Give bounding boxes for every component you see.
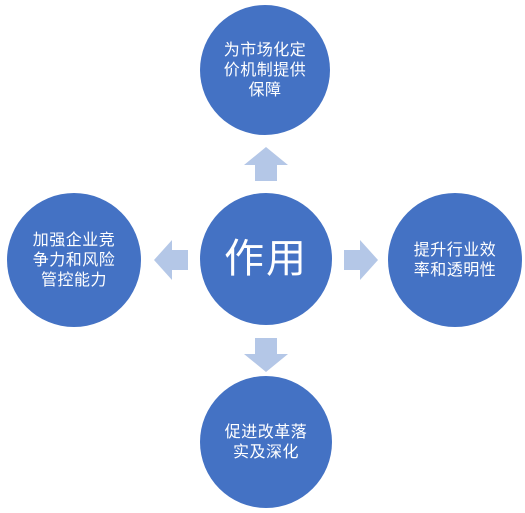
node-bottom-circle: 促进改革落实及深化 [200,376,332,508]
arrow-right-icon [344,240,378,280]
node-left-circle: 加强企业竞争力和风险管控能力 [7,193,141,327]
arrow-left-icon [154,240,188,280]
node-top-circle: 为市场化定价机制提供保障 [200,5,330,135]
arrow-down-icon [244,338,288,372]
center-label: 作用 [224,236,308,282]
arrow-up-icon [244,147,288,181]
node-top-label: 为市场化定价机制提供保障 [223,40,307,99]
node-right-label: 提升行业效率和透明性 [413,240,497,279]
node-left-label: 加强企业竞争力和风险管控能力 [32,230,116,289]
node-bottom-label: 促进改革落实及深化 [224,422,308,461]
center-circle: 作用 [200,193,332,325]
node-right-circle: 提升行业效率和透明性 [388,193,522,327]
